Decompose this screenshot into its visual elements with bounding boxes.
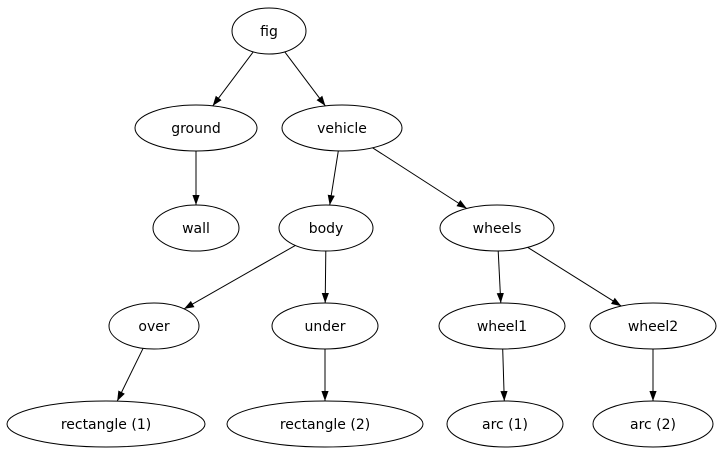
node-label: body <box>309 221 344 237</box>
node-ellipse <box>281 104 403 152</box>
node-body: body <box>278 204 374 252</box>
node-ellipse <box>134 104 258 152</box>
node-rectangle2: rectangle (2) <box>226 400 424 448</box>
node-label: arc (2) <box>630 417 676 433</box>
node-rectangle1: rectangle (1) <box>6 400 206 448</box>
node-wheels: wheels <box>439 204 555 252</box>
node-wall: wall <box>152 204 240 252</box>
node-ellipse <box>271 302 379 350</box>
node-ellipse <box>226 400 424 448</box>
edge-over-rectangle1 <box>116 348 144 402</box>
node-label: arc (1) <box>482 417 528 433</box>
node-label: ground <box>171 121 221 137</box>
node-label: wheel1 <box>477 319 527 335</box>
node-arc1: arc (1) <box>446 400 564 448</box>
node-wheel1: wheel1 <box>438 302 566 350</box>
node-ellipse <box>446 400 564 448</box>
node-under: under <box>271 302 379 350</box>
node-ellipse <box>589 302 717 350</box>
node-label: rectangle (1) <box>61 417 151 433</box>
edge-body-under <box>321 250 329 304</box>
edge-wheels-wheel1 <box>496 250 504 304</box>
node-label: vehicle <box>317 121 367 137</box>
node-ellipse <box>231 7 307 55</box>
node-over: over <box>108 302 200 350</box>
edge-fig-vehicle <box>284 51 326 107</box>
node-ellipse <box>6 400 206 448</box>
node-wheel2: wheel2 <box>589 302 717 350</box>
node-ellipse <box>152 204 240 252</box>
node-vehicle: vehicle <box>281 104 403 152</box>
node-ellipse <box>278 204 374 252</box>
edge-vehicle-body <box>327 150 339 206</box>
edge-fig-ground <box>212 51 254 107</box>
node-label: wall <box>182 221 210 237</box>
node-arc2: arc (2) <box>592 400 714 448</box>
node-label: over <box>138 319 169 335</box>
edge-body-over <box>183 244 296 310</box>
edge-wheels-wheel2 <box>527 246 622 307</box>
node-label: wheel2 <box>628 319 678 335</box>
node-ground: ground <box>134 104 258 152</box>
edge-wheel1-arc1 <box>500 348 508 402</box>
node-label: wheels <box>473 221 522 237</box>
node-ellipse <box>592 400 714 448</box>
node-label: under <box>304 319 345 335</box>
node-label: rectangle (2) <box>280 417 370 433</box>
node-ellipse <box>439 204 555 252</box>
edge-vehicle-wheels <box>372 147 468 209</box>
node-fig: fig <box>231 7 307 55</box>
node-label: fig <box>260 24 278 40</box>
node-ellipse <box>438 302 566 350</box>
node-ellipse <box>108 302 200 350</box>
